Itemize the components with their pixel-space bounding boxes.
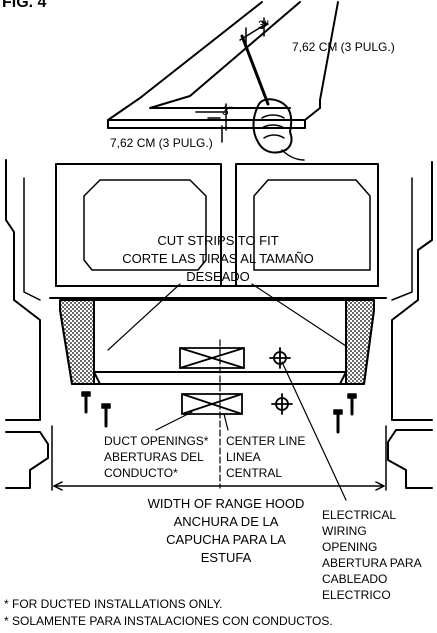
right-cabinet-outline: [391, 161, 433, 421]
hand: [252, 98, 293, 154]
width-dimension: [53, 481, 385, 491]
pencil-and-hand: [240, 34, 305, 161]
electrical-label-en-1: ELECTRICAL: [322, 508, 397, 522]
screw-left-2: [101, 403, 111, 428]
left-door-panel: [83, 179, 207, 271]
center-line-label-es-2: CENTRAL: [226, 466, 283, 480]
footnote-es: * SOLAMENTE PARA INSTALACIONES CON CONDU…: [4, 614, 333, 628]
duct-openings-label-en: DUCT OPENINGS*: [104, 434, 209, 448]
cut-strips-label-es-1: CORTE LAS TIRAS AL TAMAÑO: [122, 251, 314, 266]
center-line-label-en: CENTER LINE: [226, 434, 306, 448]
cabinet-frame-detail: [107, 1, 339, 129]
frame-outer-edge: [107, 1, 321, 121]
dim-top-cm: 7,62 CM (3 PULG.): [292, 40, 395, 54]
electrical-label-es-3: ELECTRICO: [322, 588, 391, 602]
cut-strips-label-en: CUT STRIPS TO FIT: [157, 233, 279, 248]
duct-openings-label-es-1: ABERTURAS DEL: [104, 450, 204, 464]
electrical-label-es-2: CABLEADO: [322, 572, 388, 586]
cabinet-assembly: [5, 159, 433, 421]
frame-inner-edge: [149, 1, 301, 109]
mounting-screws: [81, 391, 357, 434]
leader-lines: [107, 283, 347, 501]
footnote-en: * FOR DUCTED INSTALLATIONS ONLY.: [4, 597, 223, 611]
screw-left-1: [81, 391, 91, 414]
width-label-en: WIDTH OF RANGE HOOD: [147, 496, 305, 511]
right-door-panel: [253, 179, 371, 271]
dimension-marks: [195, 17, 269, 143]
dim-mid-inch: 3": [222, 104, 233, 118]
electrical-label-en-3: OPENING: [322, 540, 378, 554]
electrical-label-es-1: ABERTURA PARA: [322, 556, 422, 570]
width-label-es-3: ESTUFA: [200, 550, 252, 565]
pencil: [240, 34, 270, 106]
cut-strips-label-es-2: DESEADO: [186, 269, 250, 284]
screw-right-2: [347, 393, 357, 416]
electrical-openings: [269, 347, 293, 415]
center-line-label-es-1: LINEA: [226, 450, 261, 464]
screw-right-1: [333, 409, 343, 434]
left-cabinet-outline: [5, 159, 41, 421]
width-label-es-1: ANCHURA DE LA: [173, 514, 279, 529]
width-label-es-2: CAPUCHA PARA LA: [166, 532, 286, 547]
frame-top-front: [319, 1, 339, 101]
duct-openings: [179, 347, 245, 415]
dim-mid-cm: 7,62 CM (3 PULG.): [110, 136, 213, 150]
dim-top-inch: 3": [258, 18, 269, 32]
hood-mounting-frame: [59, 299, 375, 385]
duct-opening-upper: [179, 347, 245, 369]
duct-openings-label-es-2: CONDUCTO*: [104, 466, 178, 480]
right-door: [235, 163, 379, 287]
duct-opening-lower: [181, 393, 243, 415]
left-door: [55, 163, 222, 287]
lower-cabinet-trim: [5, 425, 433, 491]
electrical-label-en-2: WIRING: [322, 524, 367, 538]
figure-label: FIG. 4: [2, 0, 47, 11]
